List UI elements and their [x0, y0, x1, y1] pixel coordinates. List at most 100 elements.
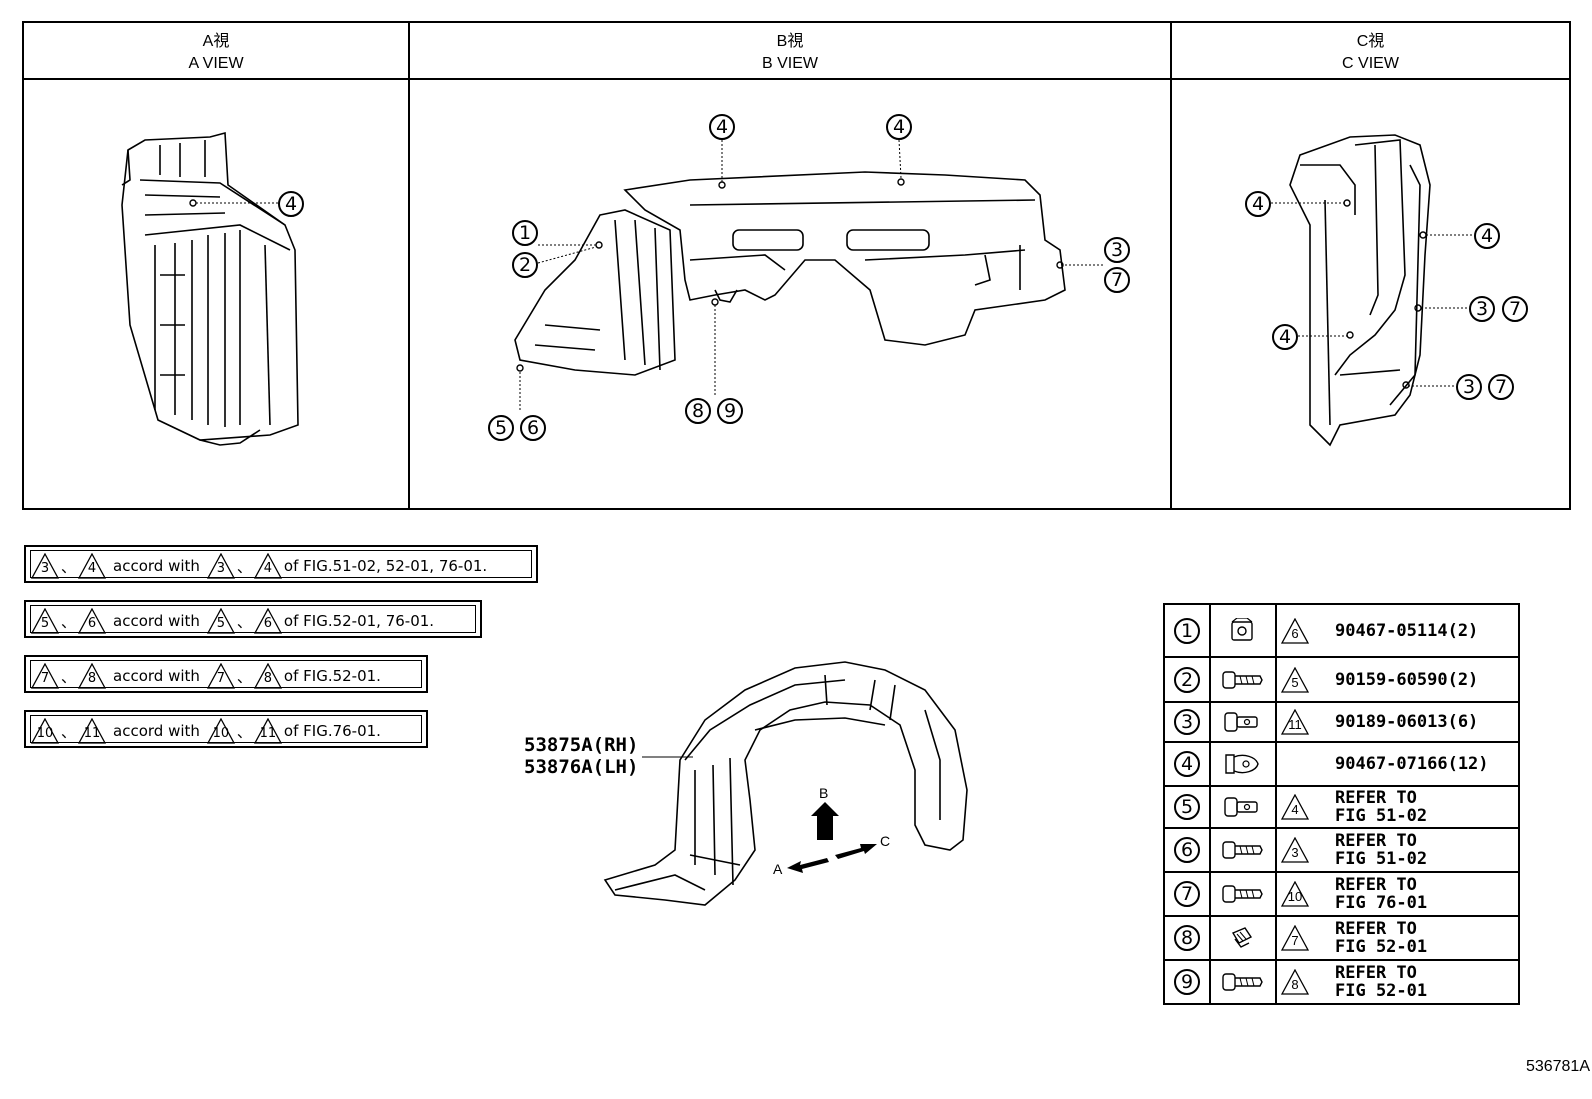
- triangle-marker-icon: 7: [31, 663, 59, 689]
- note-box-1-inner: 3 、 4 accord with 3 、 4 of FIG.51-02, 52…: [30, 550, 532, 581]
- b-view-callout-4b: 4: [886, 114, 912, 140]
- legend-part-text: 90159-60590(2): [1335, 669, 1479, 690]
- push-clip-icon: [1209, 743, 1277, 785]
- b-view-callout-5: 5: [488, 415, 514, 441]
- a-view-callout-4: 4: [278, 191, 304, 217]
- b-view-callout-7: 7: [1104, 267, 1130, 293]
- legend-part-text: 90189-06013(6): [1335, 712, 1479, 732]
- legend-num: 5: [1174, 794, 1200, 820]
- legend-num: 3: [1174, 709, 1200, 735]
- triangle-marker-icon: 3: [31, 553, 59, 579]
- legend-num: 7: [1174, 881, 1200, 907]
- parts-legend-table: 1 6 90467-05114(2) 2 5 90159-60590(2) 3 …: [1163, 603, 1520, 1005]
- figure-id: 536781A: [1525, 1058, 1590, 1075]
- note-4-ref: of FIG.76-01.: [283, 722, 381, 740]
- legend-tri: 3: [1281, 829, 1311, 871]
- note-1-ref: of FIG.51-02, 52-01, 76-01.: [283, 557, 488, 575]
- triangle-marker-icon: 3: [1281, 837, 1309, 863]
- b-view-en: B VIEW: [761, 55, 818, 72]
- triangle-marker-icon: 4: [78, 553, 107, 579]
- legend-part-text: REFER TO FIG 52-01: [1335, 919, 1428, 957]
- b-view-jp: B視: [776, 33, 804, 50]
- triangle-marker-icon: 10: [31, 718, 59, 744]
- legend-num-cell: 7: [1165, 873, 1211, 915]
- fender-liner-drawing: [603, 661, 968, 906]
- triangle-marker-icon: 4: [253, 553, 282, 579]
- legend-part-text: 90467-05114(2): [1335, 620, 1479, 641]
- clip-icon: [1209, 917, 1277, 959]
- direction-label-c: C: [880, 833, 891, 849]
- legend-tri: 8: [1281, 961, 1311, 1003]
- legend-num-cell: 4: [1165, 743, 1211, 785]
- note-1-row: 3 、 4 accord with 3 、 4 of FIG.51-02, 52…: [31, 551, 487, 581]
- legend-part-text: REFER TO FIG 76-01: [1335, 875, 1428, 913]
- note-box-3: 7 、 8 accord with 7 、 8 of FIG.52-01.: [24, 655, 428, 693]
- triangle-marker-icon: 8: [253, 663, 282, 689]
- legend-num-cell: 9: [1165, 961, 1211, 1003]
- arrow-a-icon: [787, 858, 829, 873]
- legend-num-cell: 5: [1165, 787, 1211, 827]
- a-view-en: A VIEW: [188, 55, 244, 72]
- triangle-marker-icon: 7: [1281, 925, 1309, 951]
- note-box-3-inner: 7 、 8 accord with 7 、 8 of FIG.52-01.: [30, 660, 422, 689]
- direction-label-a: A: [773, 861, 783, 877]
- triangle-marker-icon: 4: [1281, 794, 1309, 820]
- screw-icon: [1209, 829, 1277, 871]
- legend-tri: [1281, 743, 1311, 785]
- b-view-callout-9: 9: [717, 398, 743, 424]
- c-view-jp: C視: [1356, 33, 1385, 50]
- c-view-en: C VIEW: [1342, 55, 1399, 72]
- a-view-header: A視 A VIEW: [23, 31, 409, 75]
- b-view-callout-3: 3: [1104, 237, 1130, 263]
- bolt-icon: [1209, 787, 1277, 827]
- legend-tri: 11: [1281, 703, 1311, 741]
- legend-row-3: 3 11 90189-06013(6): [1165, 703, 1518, 743]
- note-4-text: accord with: [113, 722, 200, 740]
- legend-num-cell: 6: [1165, 829, 1211, 871]
- triangle-marker-icon: 5: [206, 608, 235, 634]
- c-view-callout-7a: 7: [1502, 296, 1528, 322]
- triangle-marker-icon: 5: [1281, 666, 1309, 693]
- c-view-leader-lines: [1271, 202, 1472, 387]
- b-view-callout-2: 2: [512, 252, 538, 278]
- legend-num: 8: [1174, 925, 1200, 951]
- note-box-4-inner: 10 、 11 accord with 10 、 11 of FIG.76-01…: [30, 715, 422, 746]
- note-box-4: 10 、 11 accord with 10 、 11 of FIG.76-01…: [24, 710, 428, 748]
- c-view-callout-7b: 7: [1488, 374, 1514, 400]
- legend-tri: 4: [1281, 787, 1311, 827]
- legend-row-6: 6 3 REFER TO FIG 51-02: [1165, 829, 1518, 873]
- triangle-marker-icon: 6: [253, 608, 282, 634]
- part-number-rh: 53875A(RH): [524, 734, 639, 756]
- c-view-callout-4b: 4: [1474, 223, 1500, 249]
- note-box-2-inner: 5 、 6 accord with 5 、 6 of FIG.52-01, 76…: [30, 605, 476, 634]
- legend-num-cell: 8: [1165, 917, 1211, 959]
- legend-row-2: 2 5 90159-60590(2): [1165, 658, 1518, 703]
- note-box-1: 3 、 4 accord with 3 、 4 of FIG.51-02, 52…: [24, 545, 538, 583]
- c-view-callout-4c: 4: [1272, 324, 1298, 350]
- clip-nut-icon: [1209, 605, 1277, 656]
- legend-num: 6: [1174, 837, 1200, 863]
- b-view-callout-8: 8: [685, 398, 711, 424]
- triangle-marker-icon: 8: [1281, 969, 1309, 995]
- legend-num-cell: 1: [1165, 605, 1211, 656]
- b-view-leader-lines: [519, 139, 1104, 412]
- legend-tri: 7: [1281, 917, 1311, 959]
- legend-tri: 5: [1281, 658, 1311, 701]
- note-2-ref: of FIG.52-01, 76-01.: [283, 612, 435, 630]
- legend-num: 4: [1174, 751, 1200, 777]
- c-view-callout-3a: 3: [1469, 296, 1495, 322]
- triangle-marker-icon: 6: [78, 608, 107, 634]
- triangle-marker-icon: 7: [206, 663, 235, 689]
- b-view-callout-1: 1: [512, 220, 538, 246]
- note-box-2: 5 、 6 accord with 5 、 6 of FIG.52-01, 76…: [24, 600, 482, 638]
- legend-num: 2: [1174, 666, 1200, 693]
- legend-part-text: REFER TO FIG 51-02: [1335, 831, 1428, 869]
- note-4-row: 10 、 11 accord with 10 、 11 of FIG.76-01…: [31, 716, 381, 746]
- c-view-callout-3b: 3: [1456, 374, 1482, 400]
- screw-icon: [1209, 873, 1277, 915]
- legend-part-text: REFER TO FIG 51-02: [1335, 788, 1428, 826]
- triangle-marker-icon: 11: [78, 718, 107, 744]
- b-view-callout-4a: 4: [709, 114, 735, 140]
- note-3-text: accord with: [113, 667, 200, 685]
- c-view-header: C視 C VIEW: [1171, 31, 1570, 75]
